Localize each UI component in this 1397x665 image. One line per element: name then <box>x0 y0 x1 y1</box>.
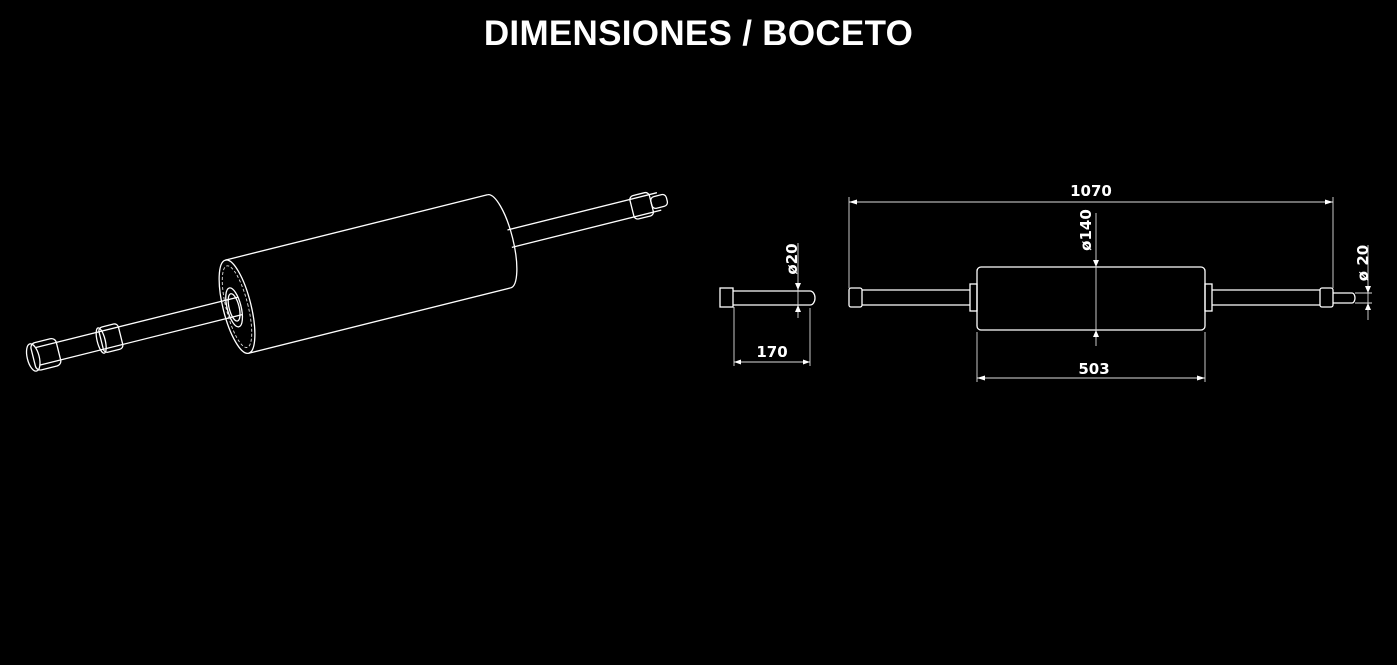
dimension-roller-length: 503 <box>1078 360 1109 378</box>
dimension-shaft-diameter-side: ø20 <box>783 243 801 274</box>
isometric-roller-view <box>25 191 669 372</box>
dimension-shaft-diameter-front: ø 20 <box>1354 245 1372 281</box>
front-view-roller <box>848 197 1372 382</box>
page-title: DIMENSIONES / BOCETO <box>483 14 914 53</box>
dimension-roller-diameter: ø140 <box>1077 209 1095 251</box>
side-view-shaft <box>719 243 816 366</box>
dimension-overall-length: 1070 <box>1070 182 1112 200</box>
dimension-shaft-length: 170 <box>756 343 787 361</box>
